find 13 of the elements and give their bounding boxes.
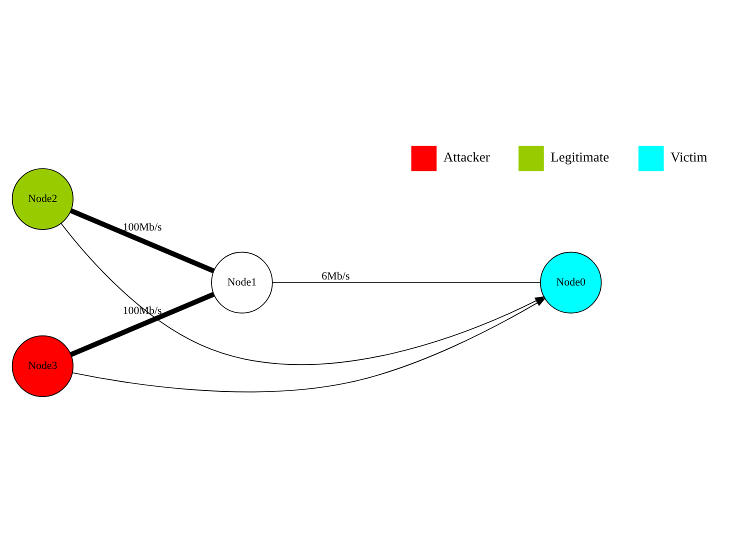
node-circle: Node3 bbox=[12, 334, 74, 397]
edge-label: 100Mb/s bbox=[122, 221, 162, 234]
connector bbox=[70, 208, 215, 273]
legend-label: Legitimate bbox=[550, 149, 610, 164]
connector bbox=[70, 291, 215, 356]
edge-label: 6Mb/s bbox=[322, 270, 350, 282]
node-circle: Node0 bbox=[540, 251, 602, 313]
legend-label: Victim bbox=[670, 149, 708, 164]
node-circle: Node2 bbox=[12, 168, 74, 230]
legend-label: Attacker bbox=[443, 149, 490, 164]
connector bbox=[272, 282, 541, 283]
node-circle: Node1 bbox=[211, 251, 273, 313]
arrow bbox=[72, 297, 546, 392]
